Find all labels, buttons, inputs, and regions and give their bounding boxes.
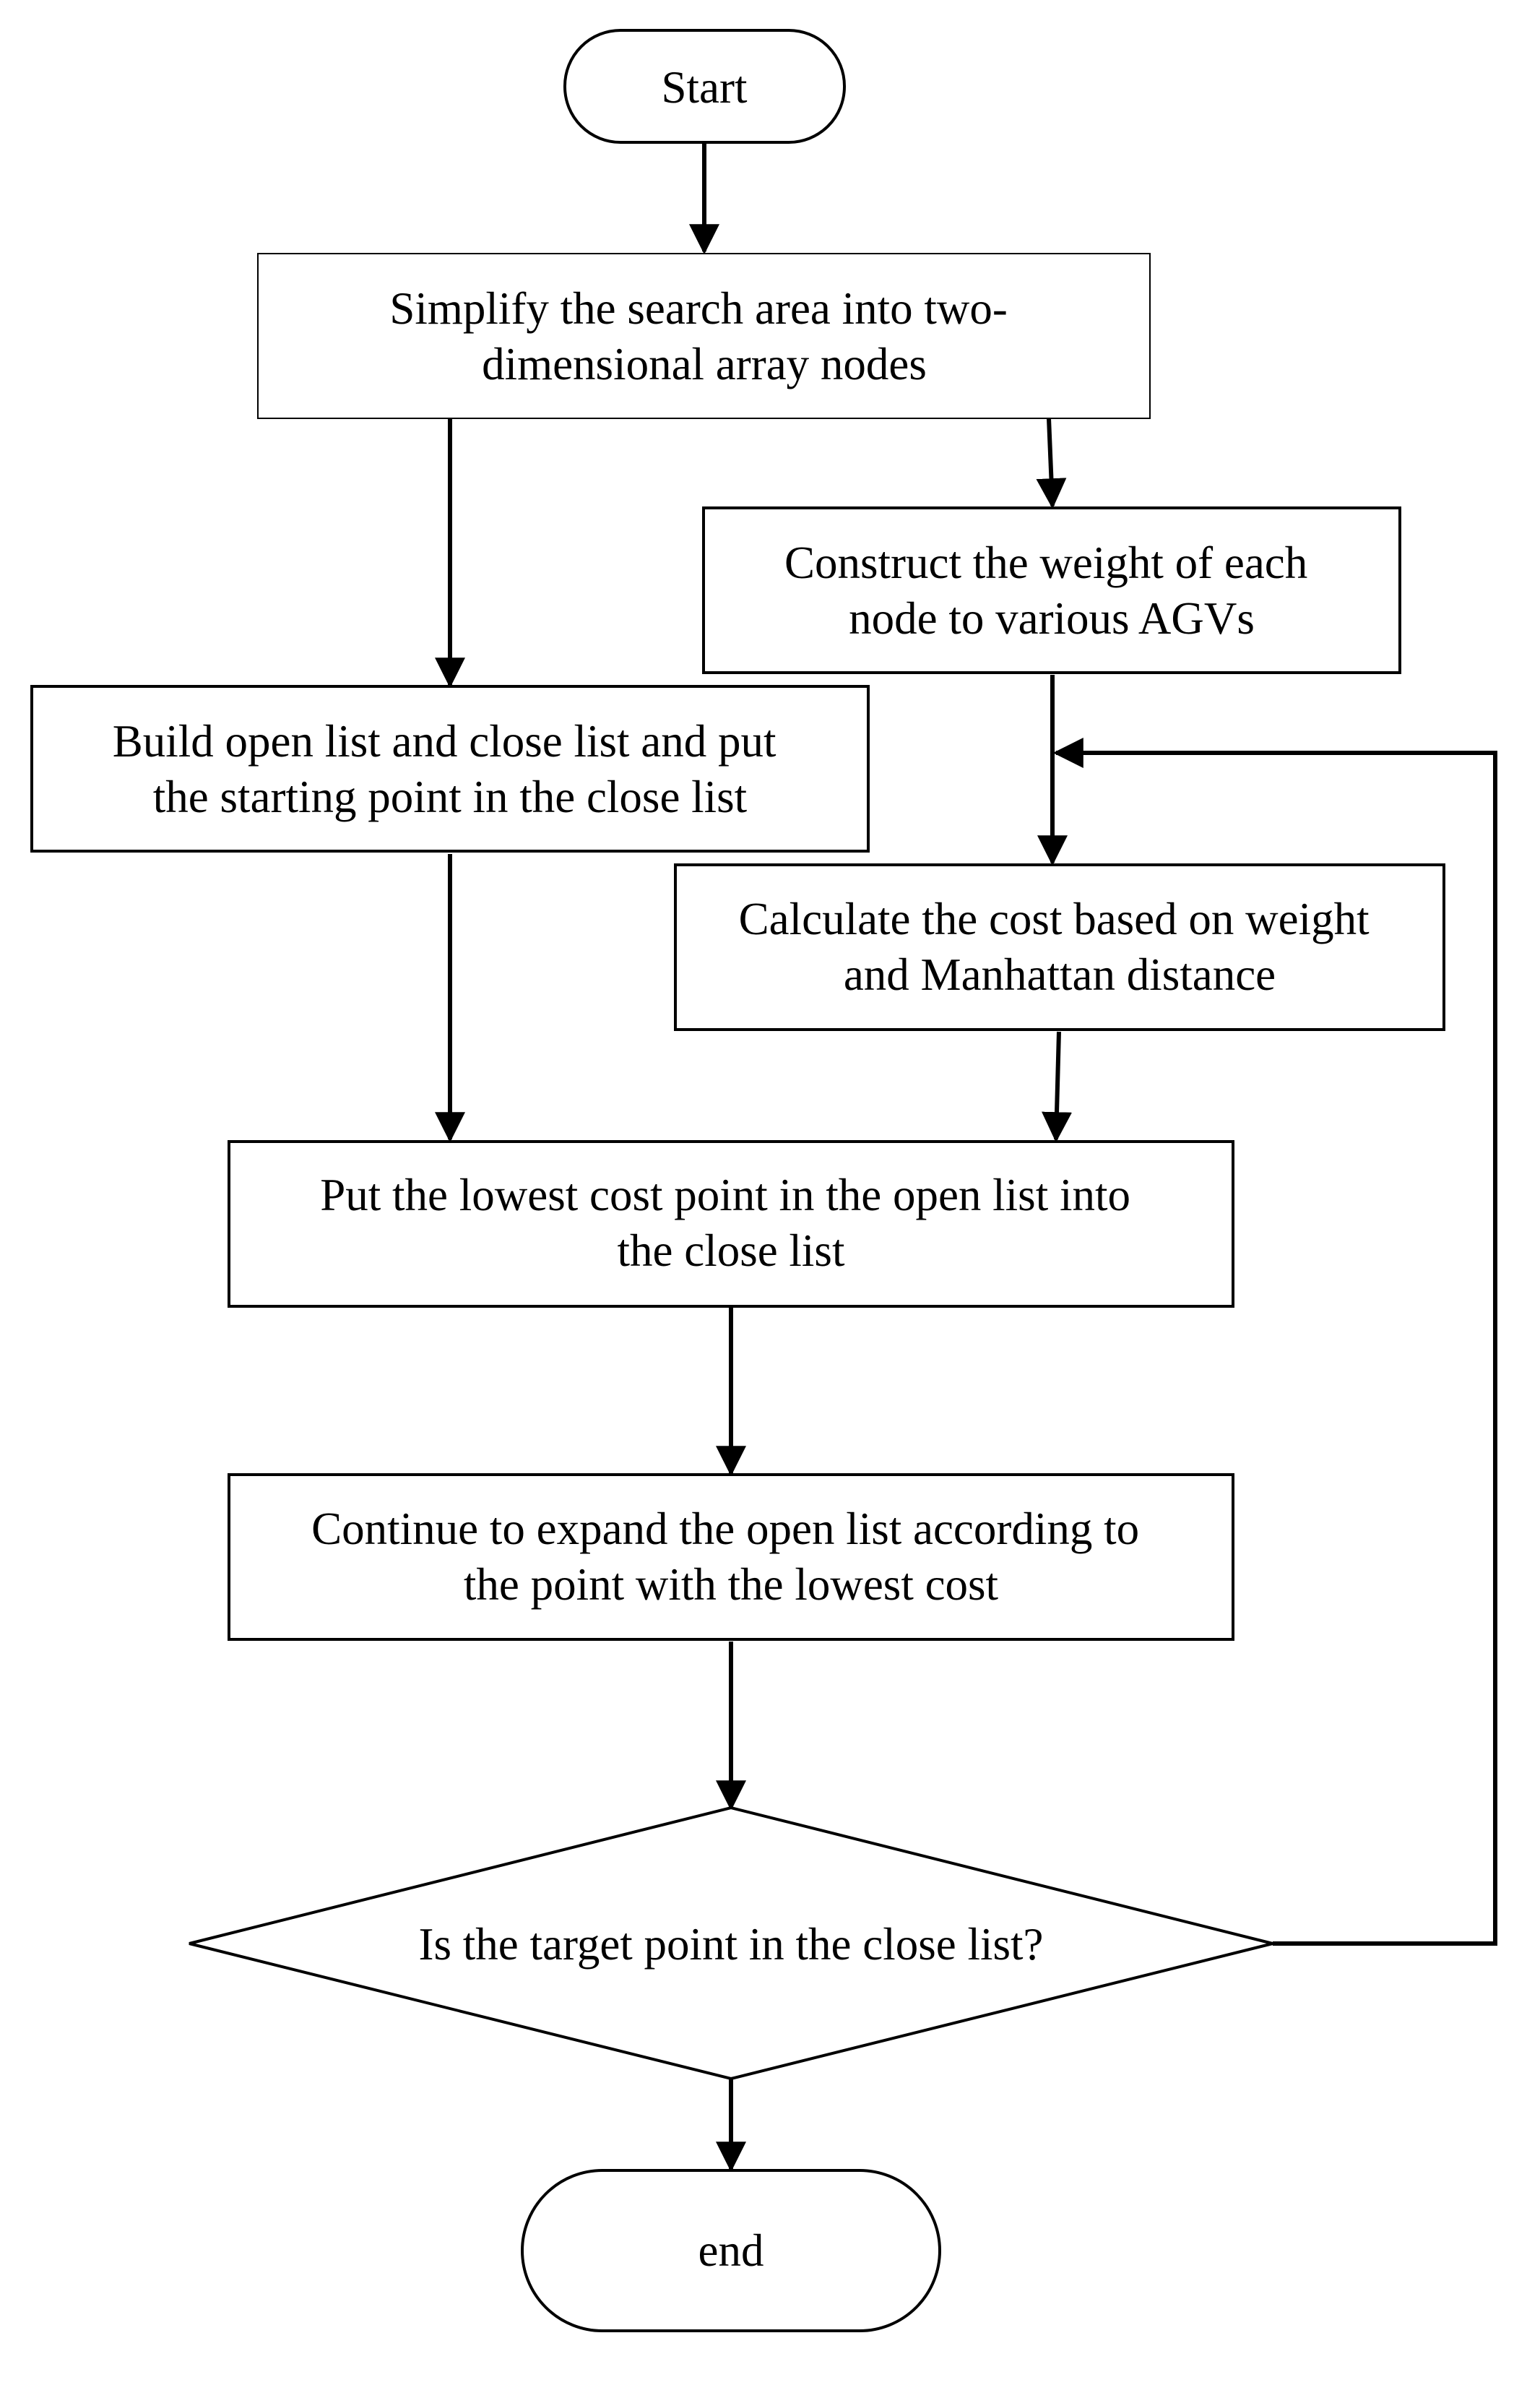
construct-line-2: node to various AGVs xyxy=(849,593,1255,644)
svg-text:Calculate the cost based on we: Calculate the cost based on weight and M… xyxy=(739,894,1381,1000)
end-label: end xyxy=(698,2225,764,2276)
build-open-close-list-box: Build open list and close list and put t… xyxy=(30,685,870,853)
svg-text:Simplify the search area into: Simplify the search area into two- dimen… xyxy=(389,283,1018,389)
simplify-line-1: Simplify the search area into two- xyxy=(389,283,1007,334)
svg-text:Construct the weight of each: Construct the weight of each node to var… xyxy=(784,538,1319,644)
simplify-line-2: dimensional array nodes xyxy=(482,339,927,389)
put-line-2: the close list xyxy=(618,1225,845,1276)
calculate-line-2: and Manhattan distance xyxy=(844,949,1276,1000)
svg-text:Continue to expand the open li: Continue to expand the open list accordi… xyxy=(311,1504,1151,1610)
end-node: end xyxy=(521,2169,941,2332)
connectors xyxy=(435,143,1497,2173)
continue-expand-box: Continue to expand the open list accordi… xyxy=(228,1473,1234,1641)
put-line-1: Put the lowest cost point in the open li… xyxy=(320,1170,1130,1220)
put-lowest-cost-box: Put the lowest cost point in the open li… xyxy=(228,1140,1234,1308)
arrow-calculate-to-put xyxy=(1042,1031,1073,1143)
build-line-1: Build open list and close list and put xyxy=(113,716,777,767)
arrow-simplify-to-construct xyxy=(1036,418,1067,509)
svg-text:Put the lowest cost point in t: Put the lowest cost point in the open li… xyxy=(320,1170,1141,1276)
construct-line-1: Construct the weight of each xyxy=(784,538,1307,588)
decision-label: Is the target point in the close list? xyxy=(419,1919,1044,1970)
simplify-search-area-box: Simplify the search area into two- dimen… xyxy=(257,253,1151,419)
build-line-2: the starting point in the close list xyxy=(153,772,748,822)
decision-diamond: Is the target point in the close list? xyxy=(189,1806,1273,2081)
svg-text:Build open list and close list: Build open list and close list and put t… xyxy=(113,716,787,822)
calculate-line-1: Calculate the cost based on weight xyxy=(739,894,1370,944)
start-label: Start xyxy=(662,62,748,113)
calculate-cost-box: Calculate the cost based on weight and M… xyxy=(674,863,1445,1031)
continue-line-1: Continue to expand the open list accordi… xyxy=(311,1504,1139,1554)
continue-line-2: the point with the lowest cost xyxy=(464,1559,999,1610)
start-node: Start xyxy=(563,29,846,144)
construct-weight-box: Construct the weight of each node to var… xyxy=(702,506,1401,674)
arrow-decision-loop-back xyxy=(1052,738,1497,1946)
